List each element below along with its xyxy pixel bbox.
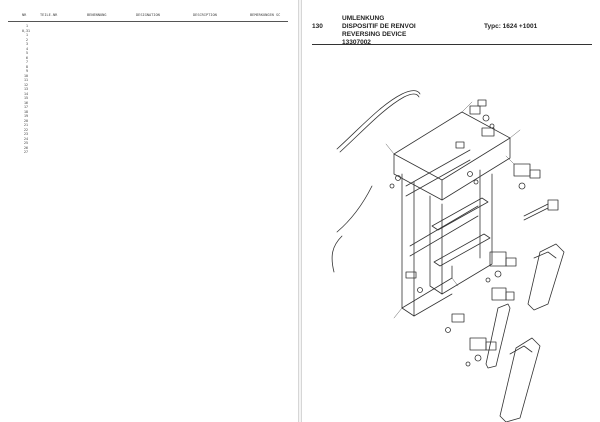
small-components (389, 99, 495, 293)
row-cell-pos: 23 (24, 132, 28, 137)
parts-list-row: 2 (0, 38, 298, 43)
row-cell-pos: 4 (26, 46, 28, 51)
row-cell-pos: 8 (26, 64, 28, 69)
row-cell-pos: 14 (24, 91, 28, 96)
parts-list-row: 3 (0, 42, 298, 47)
cover-channels (485, 243, 565, 422)
row-cell-pos: 19 (24, 114, 28, 119)
parts-list-row: 7 (0, 60, 298, 65)
title-block: 130 UMLENKUNG DISPOSITIF DE RENVOI REVER… (312, 8, 592, 46)
header-german: BENENNUNG (87, 13, 107, 17)
row-cell-pos: 5 (26, 51, 28, 56)
header-part-number: TEILE-NR (40, 13, 58, 17)
header-rule (8, 21, 288, 22)
row-cell-pos: 18 (24, 109, 28, 114)
parts-list-row: 14 (0, 92, 298, 97)
row-cell-pos: 12 (24, 82, 28, 87)
parts-list-row: 11 (0, 78, 298, 83)
parts-list-row: 24 (0, 137, 298, 142)
parts-list-row: 0,31 (0, 29, 298, 34)
row-cell-pos: 11 (24, 78, 28, 83)
parts-list-row: 18 (0, 110, 298, 115)
row-cell-pos: 9 (26, 69, 28, 74)
assembly-part-number: 13307002 (342, 39, 371, 46)
title-english: REVERSING DEVICE (342, 31, 407, 38)
parts-list-row: 1 (0, 24, 298, 29)
parts-list-row: 8 (0, 65, 298, 70)
exploded-view-drawing (331, 90, 565, 422)
title-rule (312, 44, 592, 45)
row-cell-pos: 20 (24, 118, 28, 123)
parts-list-row: 25 (0, 141, 298, 146)
row-cell-pos: 15 (24, 96, 28, 101)
valve-blocks (445, 163, 541, 367)
row-cell-pos: 22 (24, 127, 28, 132)
header-french: DESIGNATION (136, 13, 160, 17)
leader-lines (385, 101, 521, 319)
parts-list-row: 27 (0, 150, 298, 155)
header-english: DESCRIPTION (193, 13, 217, 17)
row-cell-pos: 0,31 (22, 28, 30, 33)
row-cell-pos: 10 (24, 73, 28, 78)
parts-list-row: 10 (0, 74, 298, 79)
parts-list-row: 6 (0, 56, 298, 61)
row-cell-pos: 1 (26, 24, 28, 28)
row-cell-pos: 24 (24, 136, 28, 141)
parts-list-row: 4 (0, 47, 298, 52)
header-pos: NR (22, 13, 27, 17)
parts-list-row: 9 (0, 69, 298, 74)
parts-list-header: NR TEILE-NR BENENNUNG DESIGNATION DESCRI… (0, 13, 298, 21)
parts-list-row: 19 (0, 114, 298, 119)
row-cell-pos: 21 (24, 123, 28, 128)
row-cell-pos: 1 (26, 33, 28, 38)
row-cell-pos: 2 (26, 37, 28, 42)
parts-list-row: 15 (0, 96, 298, 101)
row-cell-pos: 6 (26, 55, 28, 60)
parts-list-row: 1 (0, 33, 298, 38)
parts-list-row: 17 (0, 105, 298, 110)
row-cell-pos: 17 (24, 105, 28, 110)
header-remarks: BEMERKUNGEN SC (250, 13, 281, 17)
title-french: DISPOSITIF DE RENVOI (342, 23, 416, 30)
group-number: 130 (312, 23, 323, 30)
machine-type-label: Typc: 1624 +1001 (484, 23, 538, 30)
row-cell-pos: 3 (26, 42, 28, 47)
main-frame (393, 111, 511, 317)
title-german: UMLENKUNG (342, 15, 385, 22)
row-cell-pos: 7 (26, 60, 28, 65)
hydraulic-line-2 (339, 93, 420, 153)
row-cell-pos: 26 (24, 145, 28, 150)
row-cell-pos: 27 (24, 150, 28, 155)
row-cell-pos: 13 (24, 87, 28, 92)
parts-list-row: 23 (0, 132, 298, 137)
parts-list-row: 12 (0, 83, 298, 88)
parts-list-row: 16 (0, 101, 298, 106)
parts-list-row: 22 (0, 128, 298, 133)
parts-list-row: 21 (0, 123, 298, 128)
parts-list-page: NR TEILE-NR BENENNUNG DESIGNATION DESCRI… (0, 0, 298, 422)
parts-list-row: 13 (0, 87, 298, 92)
parts-list-row: 20 (0, 119, 298, 124)
parts-list-row: 5 (0, 51, 298, 56)
cylinder-rod (523, 199, 559, 221)
drawing-page: 130 UMLENKUNG DISPOSITIF DE RENVOI REVER… (302, 0, 600, 422)
pipe (336, 185, 373, 233)
lower-hose (331, 235, 343, 273)
hydraulic-line (336, 90, 421, 150)
parts-list-row: 26 (0, 146, 298, 151)
row-cell-pos: 16 (24, 100, 28, 105)
row-cell-pos: 25 (24, 141, 28, 146)
page-gutter (298, 0, 302, 422)
